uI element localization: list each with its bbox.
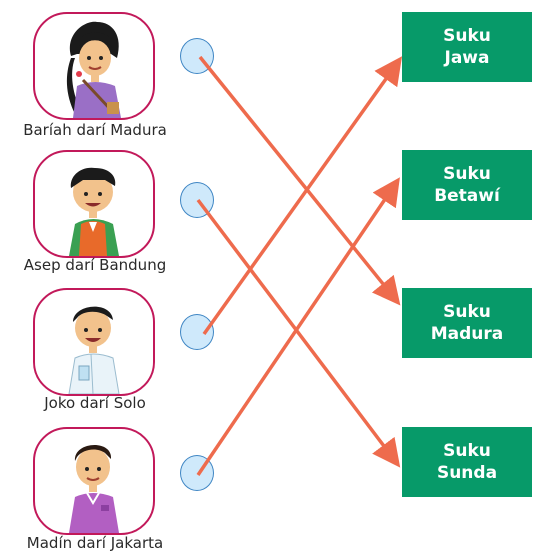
tribe-box-2[interactable]: Suku Betawí: [402, 150, 532, 220]
portrait-frame-2: [33, 150, 155, 258]
tribe-label-3-line2: Madura: [430, 324, 504, 344]
person-caption-1: Baríah darí Madura: [23, 121, 167, 139]
tribe-label-2-line1: Suku: [443, 164, 491, 184]
boy-purple-shirt-icon: [69, 444, 119, 533]
boy-white-shirt-icon: [68, 306, 120, 394]
arrow-bariah-to-madura: [198, 55, 401, 306]
tribe-label-1-line1: Suku: [443, 26, 491, 46]
tribe-label-2-line2: Betawí: [434, 186, 500, 206]
tribe-label-3-line1: Suku: [443, 302, 491, 322]
boy-orange-vest-icon: [69, 167, 119, 256]
arrow-madin-to-betawi: [196, 177, 400, 476]
tribe-box-3[interactable]: Suku Madura: [402, 288, 532, 358]
tribe-label-1-line2: Jawa: [444, 48, 490, 68]
tribe-label-4-line2: Sunda: [436, 463, 498, 483]
portrait-frame-1: [33, 12, 155, 120]
person-caption-4: Madín darí Jakarta: [26, 534, 164, 552]
tribe-box-4[interactable]: Suku Sunda: [402, 427, 532, 497]
person-caption-2: Asep darí Bandung: [23, 256, 167, 274]
arrow-joko-to-jawa: [202, 56, 403, 336]
person-caption-3: Joko darí Solo: [44, 394, 146, 412]
portrait-frame-4: [33, 427, 155, 535]
tribe-box-1[interactable]: Suku Jawa: [402, 12, 532, 82]
tribe-label-4-line1: Suku: [443, 441, 491, 461]
girl-with-bag-icon: [66, 21, 121, 118]
portrait-frame-3: [33, 288, 155, 396]
answer-dot-3[interactable]: [180, 314, 214, 350]
